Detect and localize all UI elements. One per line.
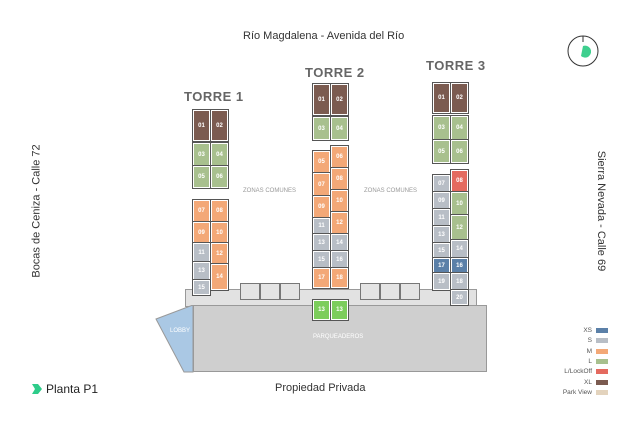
legend-item: S bbox=[588, 337, 608, 344]
compass-icon bbox=[567, 35, 599, 67]
street-left: Bocas de Ceniza - Calle 72 bbox=[30, 144, 43, 278]
legend-label: L bbox=[588, 357, 592, 365]
t1-unit-07[interactable]: 07 bbox=[192, 199, 211, 223]
t1-unit-09[interactable]: 09 bbox=[192, 221, 211, 244]
legend-label: XS bbox=[583, 327, 592, 334]
t3-unit-14[interactable]: 14 bbox=[450, 239, 469, 259]
storage-box bbox=[380, 283, 400, 300]
legend-swatch bbox=[596, 338, 608, 344]
t2-unit-01[interactable]: 01 bbox=[312, 83, 331, 116]
storage-box bbox=[260, 283, 280, 300]
lobby-area[interactable] bbox=[154, 305, 194, 373]
t1-unit-10[interactable]: 10 bbox=[210, 221, 229, 244]
legend-label: M bbox=[586, 347, 592, 355]
t2-unit-05[interactable]: 05 bbox=[312, 150, 331, 174]
street-top: Río Magdalena - Avenida del Río bbox=[243, 30, 405, 42]
t3-unit-12[interactable]: 12 bbox=[450, 214, 469, 241]
t1-unit-05[interactable]: 05 bbox=[192, 165, 211, 189]
parking-label: PARQUEADEROS bbox=[313, 334, 364, 340]
t2-unit-16[interactable]: 16 bbox=[330, 250, 349, 269]
legend-item: M bbox=[587, 348, 608, 355]
storage-box bbox=[360, 283, 380, 300]
t3-unit-04[interactable]: 04 bbox=[450, 115, 469, 141]
t2-unit-14[interactable]: 14 bbox=[330, 233, 349, 252]
t1-unit-14[interactable]: 14 bbox=[210, 263, 229, 291]
t3-unit-13[interactable]: 13 bbox=[432, 225, 451, 244]
plan-title-text: Planta P1 bbox=[46, 382, 99, 396]
t1-unit-11[interactable]: 11 bbox=[192, 242, 211, 263]
legend-label: XL bbox=[584, 378, 592, 386]
legend-item: Park View bbox=[563, 389, 608, 396]
t3-unit-03[interactable]: 03 bbox=[432, 115, 451, 141]
legend-label: S bbox=[587, 337, 592, 345]
t2-unit-02[interactable]: 02 bbox=[330, 83, 349, 116]
legend-item: XS bbox=[583, 327, 608, 334]
legend-swatch bbox=[596, 358, 608, 364]
plan-title: Planta P1 bbox=[32, 382, 98, 396]
common-zone-1: ZONAS COMUNES bbox=[243, 188, 297, 194]
t3-unit-08[interactable]: 08 bbox=[450, 169, 469, 193]
street-right: Sierra Nevada - Calle 69 bbox=[595, 150, 608, 272]
plan-logo-icon bbox=[32, 384, 42, 394]
legend-item: XL bbox=[584, 379, 608, 386]
t3-unit-07[interactable]: 07 bbox=[432, 174, 451, 193]
legend-swatch bbox=[596, 389, 608, 395]
legend-swatch bbox=[596, 328, 608, 333]
t3-unit-06[interactable]: 06 bbox=[450, 139, 469, 164]
t1-unit-15[interactable]: 15 bbox=[192, 279, 211, 296]
t3-unit-17[interactable]: 17 bbox=[432, 257, 451, 274]
t2-unit-17[interactable]: 17 bbox=[312, 267, 331, 289]
t3-unit-10[interactable]: 10 bbox=[450, 191, 469, 216]
t1-unit-03[interactable]: 03 bbox=[192, 142, 211, 167]
t1-unit-02[interactable]: 02 bbox=[210, 109, 229, 142]
t3-unit-18[interactable]: 18 bbox=[450, 272, 469, 291]
t2-unit-08[interactable]: 08 bbox=[330, 167, 349, 191]
storage-box bbox=[280, 283, 300, 300]
t2-unit-15[interactable]: 15 bbox=[312, 250, 331, 269]
t1-unit-01[interactable]: 01 bbox=[192, 109, 211, 142]
legend-swatch bbox=[596, 379, 608, 385]
torre-3-label: TORRE 3 bbox=[426, 58, 486, 73]
storage-box bbox=[400, 283, 420, 300]
t1-unit-12[interactable]: 12 bbox=[210, 242, 229, 265]
t2-unit-03[interactable]: 03 bbox=[312, 116, 331, 141]
t3-unit-09[interactable]: 09 bbox=[432, 191, 451, 210]
torre-1-label: TORRE 1 bbox=[184, 89, 244, 104]
street-bottom: Propiedad Privada bbox=[275, 382, 366, 394]
legend-label: L/LockOff bbox=[564, 368, 592, 376]
t3-unit-11[interactable]: 11 bbox=[432, 208, 451, 227]
t2-unit-10[interactable]: 10 bbox=[330, 189, 349, 213]
t3-unit-05[interactable]: 05 bbox=[432, 139, 451, 164]
t2-unit-09[interactable]: 09 bbox=[312, 195, 331, 219]
t2-unit-13[interactable]: 13 bbox=[312, 233, 331, 252]
t1-unit-06[interactable]: 06 bbox=[210, 165, 229, 189]
t2-unit-11[interactable]: 11 bbox=[312, 217, 331, 235]
t2-unit-12[interactable]: 12 bbox=[330, 211, 349, 235]
parking-unit[interactable]: 13 bbox=[312, 299, 331, 321]
torre-2-label: TORRE 2 bbox=[305, 65, 365, 80]
legend-swatch bbox=[596, 348, 608, 354]
storage-box bbox=[240, 283, 260, 300]
common-zone-2: ZONAS COMUNES bbox=[364, 188, 418, 194]
legend-swatch bbox=[596, 369, 608, 375]
lobby-label: LOBBY bbox=[170, 328, 191, 334]
t2-unit-04[interactable]: 04 bbox=[330, 116, 349, 141]
t3-unit-02[interactable]: 02 bbox=[450, 82, 469, 114]
t3-unit-01[interactable]: 01 bbox=[432, 82, 451, 114]
parking-unit[interactable]: 13 bbox=[330, 299, 349, 321]
legend-item: L bbox=[588, 358, 608, 365]
legend-item: L/LockOff bbox=[564, 368, 608, 375]
t3-unit-20[interactable]: 20 bbox=[450, 289, 469, 306]
t3-unit-19[interactable]: 19 bbox=[432, 272, 451, 291]
t2-unit-06[interactable]: 06 bbox=[330, 145, 349, 169]
t3-unit-16[interactable]: 16 bbox=[450, 257, 469, 274]
t2-unit-18[interactable]: 18 bbox=[330, 267, 349, 289]
t2-unit-07[interactable]: 07 bbox=[312, 172, 331, 197]
t1-unit-13[interactable]: 13 bbox=[192, 261, 211, 281]
t3-unit-15[interactable]: 15 bbox=[432, 242, 451, 259]
t1-unit-04[interactable]: 04 bbox=[210, 142, 229, 167]
legend-label: Park View bbox=[562, 388, 592, 396]
t1-unit-08[interactable]: 08 bbox=[210, 199, 229, 223]
